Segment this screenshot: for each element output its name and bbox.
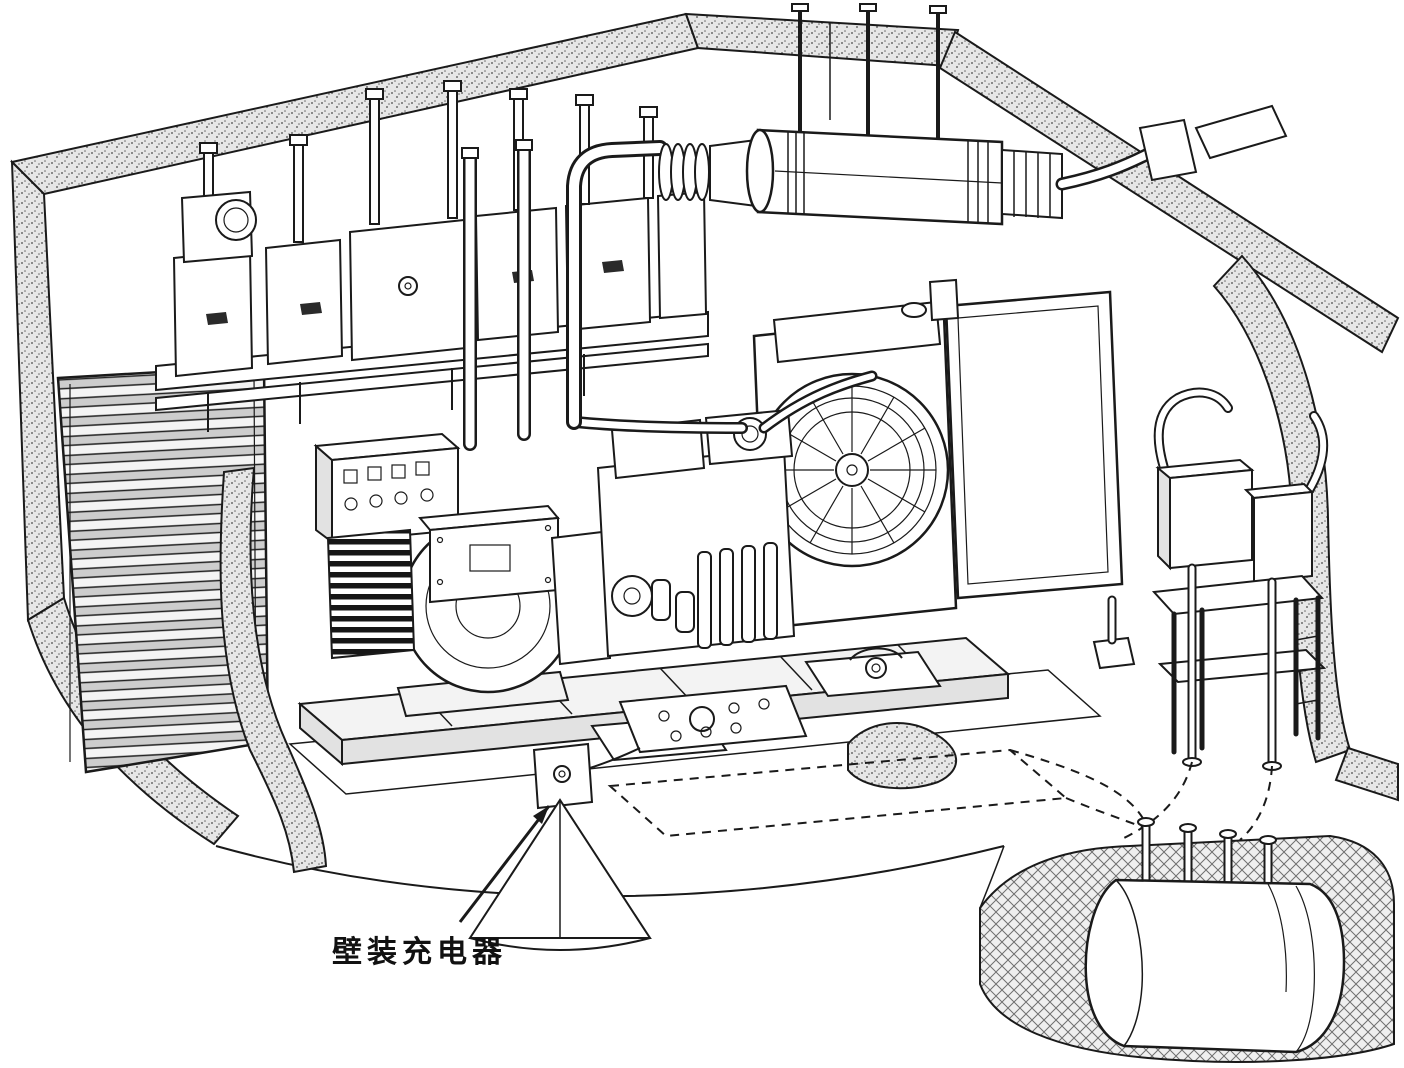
panel-box <box>656 190 708 320</box>
cylinder-pipe <box>741 545 756 643</box>
radiator-top-tank <box>772 300 942 364</box>
callout-arrow-line <box>458 805 551 923</box>
wall-cut-edge-front <box>219 466 328 874</box>
wall-thimble <box>1138 118 1198 182</box>
cylinder-pipe <box>763 542 778 640</box>
exhaust-system <box>566 104 1288 434</box>
skid-end <box>299 701 343 767</box>
trench-outline <box>607 748 1069 838</box>
fuel-day-tank-stand <box>1092 387 1329 771</box>
expansion-bottle <box>928 278 960 322</box>
floor-elbow-box <box>1092 636 1136 670</box>
underground-fuel-tank <box>979 817 1395 1063</box>
coupling-housing <box>550 530 612 666</box>
vertical-pipes-center <box>461 139 533 451</box>
debris-mound <box>847 721 957 790</box>
hanger-rods <box>791 3 947 150</box>
coolant-hoses <box>758 370 878 434</box>
oil-filter <box>675 591 695 633</box>
charger-label: 壁装充电器 <box>332 935 507 970</box>
exhaust-outlet <box>1194 104 1288 160</box>
panel-box <box>348 218 468 362</box>
fan-spokes <box>768 386 936 554</box>
conduit-stubs <box>207 354 585 432</box>
cylinder-pipe <box>719 548 734 646</box>
alternator <box>326 504 612 718</box>
day-tank-front <box>1169 468 1253 570</box>
radiator-core <box>944 290 1124 600</box>
charger-knob <box>553 765 571 783</box>
filler-cap <box>901 302 927 318</box>
stand-rungs <box>1295 635 1319 705</box>
battery-plate <box>567 684 808 775</box>
wall-charger <box>458 742 652 951</box>
panel-knob-center <box>404 282 412 290</box>
panel-box <box>172 248 254 378</box>
wall-band-bottom-right <box>1334 746 1399 802</box>
cylinder-pipe <box>697 551 712 649</box>
engine <box>596 408 796 658</box>
fan-hub <box>835 453 869 487</box>
motor-unit <box>180 190 257 264</box>
wall-band-right <box>938 30 1400 354</box>
alternator-intake-fins <box>326 528 416 660</box>
callout-arrow-head <box>533 806 549 824</box>
floor-to-pit-edge <box>979 845 1005 909</box>
front-pulley <box>611 575 653 617</box>
panel-box <box>264 238 344 366</box>
charger-box <box>532 742 594 810</box>
flex-bellows <box>658 143 710 201</box>
oil-filter <box>651 579 671 621</box>
radiator-assembly <box>752 278 1124 630</box>
terminal-box-front <box>429 516 559 604</box>
filter-tank-front <box>1253 490 1313 584</box>
silencer-end <box>745 128 775 214</box>
silencer-chamber2 <box>1001 148 1063 220</box>
panel-knob <box>398 276 418 296</box>
